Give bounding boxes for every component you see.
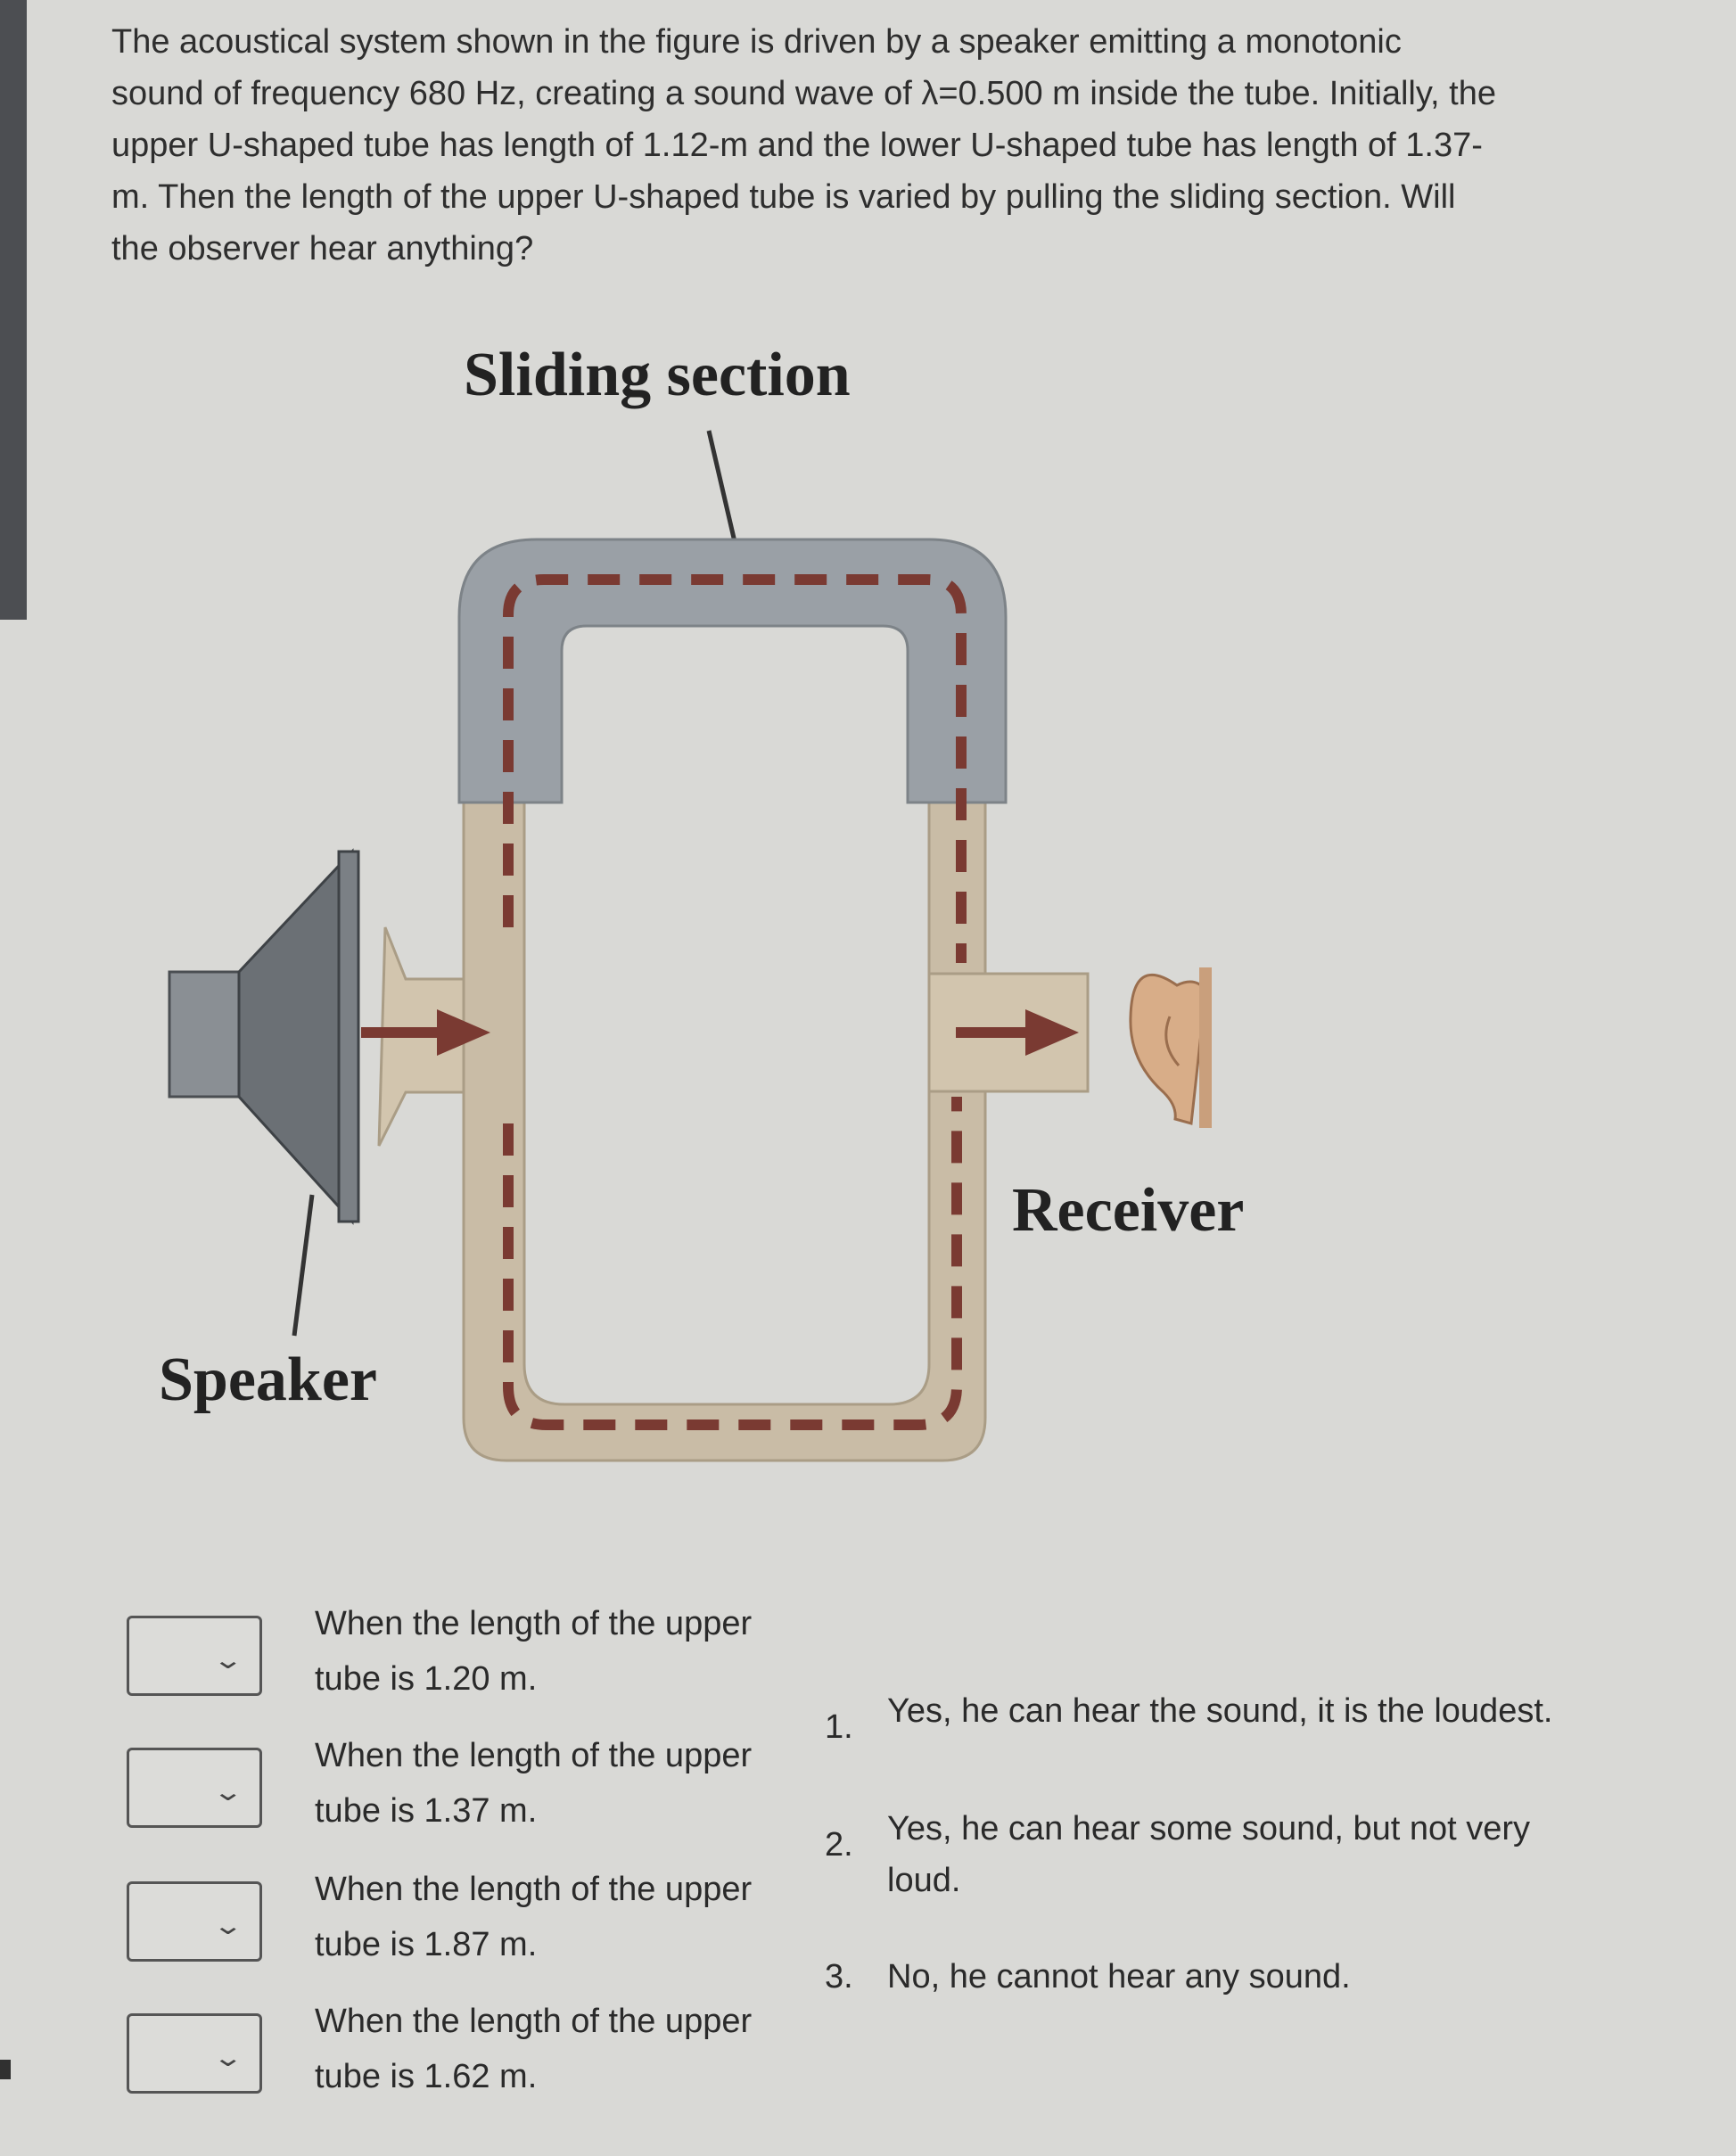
option-number: 2. — [825, 1826, 853, 1864]
matching-prompts: ⌄ When the length of the upper tube is 1… — [0, 1596, 785, 2131]
inlet-arrow-icon — [361, 1009, 490, 1056]
option-number: 1. — [825, 1708, 853, 1746]
lower-u-tube — [462, 765, 987, 1462]
ear-icon — [1129, 967, 1212, 1128]
option-text: No, he cannot hear any sound. — [887, 1958, 1351, 1996]
answer-select-2[interactable]: ⌄ — [127, 1748, 262, 1828]
chevron-down-icon: ⌄ — [211, 1646, 243, 1674]
answer-select-3[interactable]: ⌄ — [127, 1881, 262, 1962]
speaker-icon — [168, 848, 360, 1337]
outlet-arrow-icon — [956, 1009, 1079, 1056]
prompt-1: When the length of the upper tube is 1.2… — [315, 1605, 753, 1698]
upper-sliding-tube — [457, 538, 1008, 804]
chevron-down-icon: ⌄ — [211, 2044, 243, 2071]
match-row-1: ⌄ When the length of the upper tube is 1… — [0, 1596, 785, 1721]
chevron-down-icon: ⌄ — [211, 1778, 243, 1806]
sliding-pointer-line — [706, 430, 738, 547]
question-text: The acoustical system shown in the figur… — [111, 23, 1496, 267]
sliding-section-label: Sliding section — [464, 341, 851, 409]
acoustic-tube-figure: Sliding section Speaker Receiver — [159, 341, 1244, 1462]
option-text: Yes, he can hear some sound, but not ver… — [887, 1810, 1531, 1899]
option-number: 3. — [825, 1958, 853, 1996]
chevron-down-icon: ⌄ — [211, 1912, 243, 1939]
sound-path-upper — [503, 574, 967, 963]
sound-path-lower — [503, 1097, 962, 1430]
answer-select-4[interactable]: ⌄ — [127, 2013, 262, 2094]
left-edge-bar — [0, 0, 27, 620]
match-row-2: ⌄ When the length of the upper tube is 1… — [0, 1728, 785, 1853]
option-text: Yes, he can hear the sound, it is the lo… — [887, 1692, 1553, 1730]
prompt-2: When the length of the upper tube is 1.3… — [315, 1737, 753, 1830]
match-row-4: ⌄ When the length of the upper tube is 1… — [0, 1994, 785, 2119]
answer-select-1[interactable]: ⌄ — [127, 1616, 262, 1696]
speaker-label: Speaker — [159, 1345, 377, 1414]
match-row-3: ⌄ When the length of the upper tube is 1… — [0, 1862, 785, 1987]
left-edge-marker — [0, 2060, 11, 2079]
receiver-label: Receiver — [1012, 1176, 1244, 1245]
prompt-3: When the length of the upper tube is 1.8… — [315, 1871, 753, 1963]
prompt-4: When the length of the upper tube is 1.6… — [315, 2003, 753, 2095]
answer-options: 1. Yes, he can hear the sound, it is the… — [802, 1685, 1694, 2024]
